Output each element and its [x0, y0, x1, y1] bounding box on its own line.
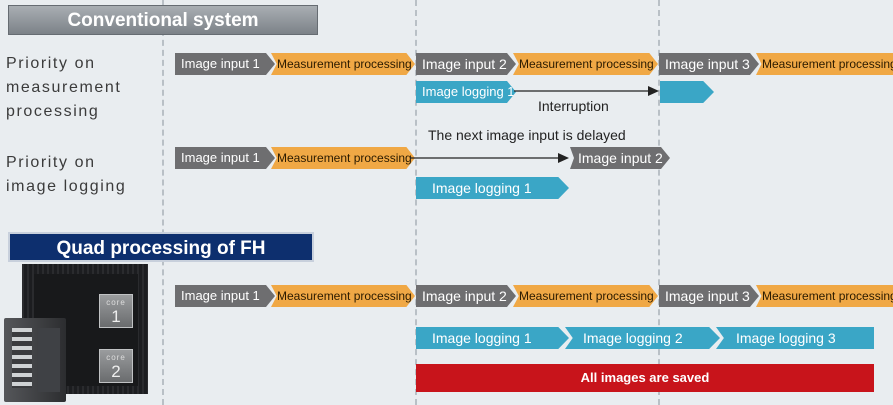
conventional-system-header: Conventional system — [8, 5, 318, 35]
row1-measurement-1: Measurement processing — [271, 53, 415, 75]
row1-measurement-3: Measurement processing — [756, 53, 893, 75]
row2-image-input-2: Image input 2 — [570, 147, 670, 169]
row3-measurement-3: Measurement processing — [756, 285, 893, 307]
controller-device — [4, 318, 66, 402]
core-2-block: core 2 — [99, 349, 133, 383]
timeline-divider-1 — [162, 0, 164, 405]
row1-interrupted-logging — [660, 81, 714, 103]
row2-image-input-1: Image input 1 — [175, 147, 275, 169]
timeline-divider-3 — [658, 0, 660, 405]
row2-measurement-1: Measurement processing — [271, 147, 415, 169]
timeline-divider-2 — [415, 0, 417, 405]
row3-measurement-2: Measurement processing — [513, 285, 658, 307]
priority-measurement-label: Priority on measurement processing — [6, 55, 122, 120]
row3-image-logging-1: Image logging 1 — [416, 327, 569, 349]
interruption-arrow — [514, 86, 659, 96]
delay-arrow — [410, 153, 569, 163]
row2-image-logging-1: Image logging 1 — [416, 177, 569, 199]
core-2-number: 2 — [111, 362, 121, 381]
interruption-label: Interruption — [538, 98, 609, 114]
delay-note: The next image input is delayed — [428, 127, 626, 143]
row1-image-input-2: Image input 2 — [416, 53, 516, 75]
row3-image-input-1: Image input 1 — [175, 285, 275, 307]
row3-image-logging-2: Image logging 2 — [565, 327, 720, 349]
core-1-number: 1 — [111, 307, 121, 326]
row1-image-input-1: Image input 1 — [175, 53, 275, 75]
core-1-tag: core — [106, 298, 126, 307]
row1-measurement-2: Measurement processing — [513, 53, 658, 75]
controller-ports — [12, 328, 32, 388]
row3-image-input-3: Image input 3 — [659, 285, 759, 307]
row3-measurement-1: Measurement processing — [271, 285, 415, 307]
row3-image-input-2: Image input 2 — [416, 285, 516, 307]
quad-processing-header: Quad processing of FH — [8, 232, 314, 262]
all-images-saved-banner: All images are saved — [416, 364, 874, 392]
row1-image-input-3: Image input 3 — [659, 53, 759, 75]
core-2-tag: core — [106, 353, 126, 362]
row3-image-logging-3: Image logging 3 — [716, 327, 874, 349]
controller-panel — [38, 328, 60, 392]
core-1-block: core 1 — [99, 294, 133, 328]
priority-logging-label: Priority on image logging — [6, 154, 127, 195]
row1-image-logging-1: Image logging 1 — [416, 81, 516, 103]
